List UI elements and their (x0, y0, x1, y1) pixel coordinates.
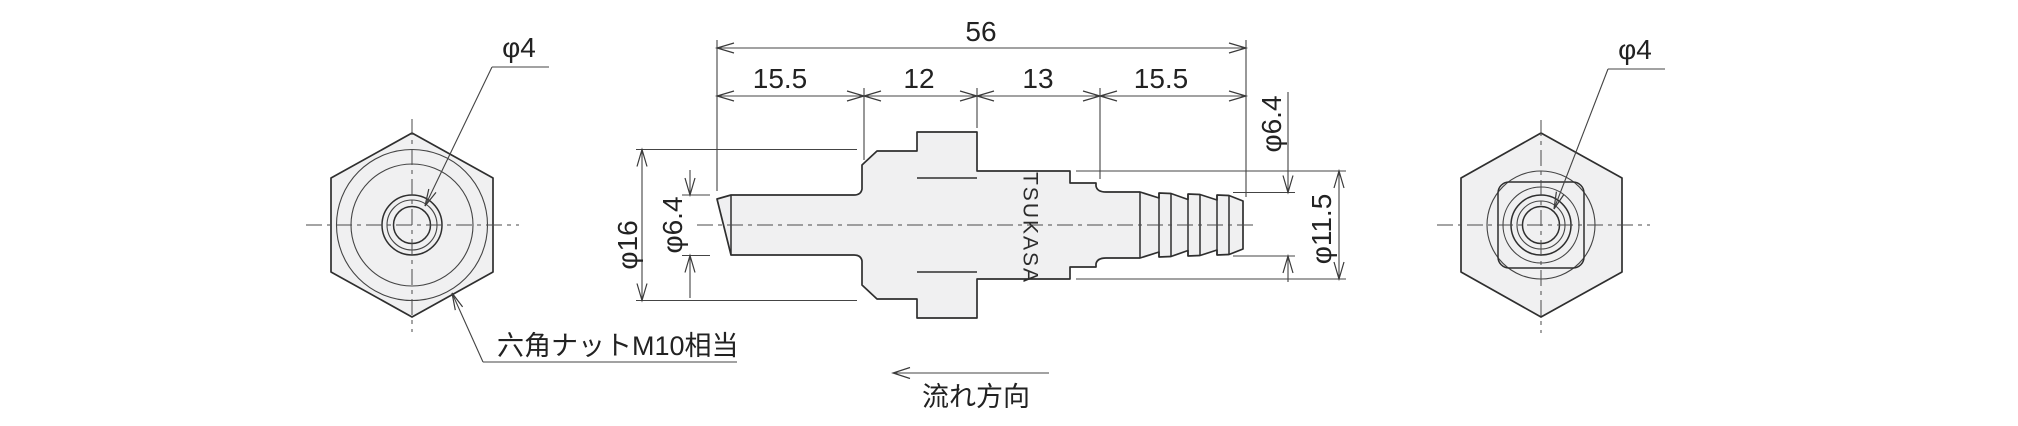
dim-overall-length: 56 (714, 16, 1249, 54)
dim-barb-tip-dia: φ6.4 (1233, 92, 1295, 282)
dim-flange-dia: φ16 (612, 147, 857, 303)
dim-arrow (1228, 42, 1249, 54)
dim-barb-tip-dia-text: φ6.4 (1256, 95, 1287, 152)
dim-arrow (636, 283, 648, 303)
flow-arrow-head (891, 366, 911, 380)
dim-body-dia: φ11.5 (1076, 168, 1346, 282)
dim-seg-body-text: 13 (1022, 63, 1053, 94)
hex-nut-note-group: 六角ナットM10相当 (451, 292, 739, 363)
flow-direction-label: 流れ方向 (922, 382, 1030, 412)
right-end-view: φ4 (1437, 34, 1665, 333)
dim-overall-length-text: 56 (965, 16, 996, 47)
dim-arrow (636, 147, 648, 167)
dim-arrow (1333, 261, 1345, 282)
dim-arrow (714, 42, 735, 54)
flow-direction: 流れ方向 (891, 366, 1049, 412)
dim-arrow (684, 253, 696, 273)
dim-arrow (684, 177, 696, 198)
dim-spigot-dia: φ6.4 (657, 170, 710, 298)
dim-arrow (974, 90, 995, 102)
dim-seg-spigot-text: 15.5 (753, 63, 808, 94)
phi4-leader-arrow-left (424, 188, 437, 207)
brand-marking: TSUKASA (1019, 172, 1042, 284)
phi4-label-right: φ4 (1618, 34, 1652, 65)
dim-seg-flange-hex-text: 12 (903, 63, 934, 94)
phi4-leader-arrow-right (1553, 191, 1565, 210)
left-end-view: φ4 六角ナットM10相当 (306, 32, 739, 363)
dim-segments: 15.5 12 13 15.5 (714, 63, 1249, 102)
dim-arrow (1282, 175, 1294, 195)
dim-flange-dia-text: φ16 (612, 220, 643, 269)
phi4-leader-line-left (424, 66, 493, 207)
phi4-leader-line-right (1553, 68, 1609, 210)
phi4-label-left: φ4 (502, 32, 536, 63)
side-view: TSUKASA (697, 131, 1258, 319)
dim-spigot-dia-text: φ6.4 (657, 196, 688, 253)
hex-nut-note: 六角ナットM10相当 (497, 331, 739, 361)
hex-nut-leader-line (451, 292, 484, 363)
dim-arrow (1097, 90, 1118, 102)
phi4-leader-left: φ4 (424, 32, 549, 207)
phi4-leader-right: φ4 (1553, 34, 1665, 210)
dim-arrow (714, 90, 735, 102)
dim-seg-barb-text: 15.5 (1134, 63, 1189, 94)
dim-arrow (861, 90, 882, 102)
dim-arrow (1333, 168, 1345, 189)
dimensions: 56 15.5 12 13 15.5 φ16 (612, 16, 1346, 303)
dim-arrow (1228, 90, 1249, 102)
dim-arrow (1282, 253, 1294, 274)
hex-nut-leader-arrow (451, 292, 464, 311)
dim-body-dia-text: φ11.5 (1306, 194, 1337, 265)
